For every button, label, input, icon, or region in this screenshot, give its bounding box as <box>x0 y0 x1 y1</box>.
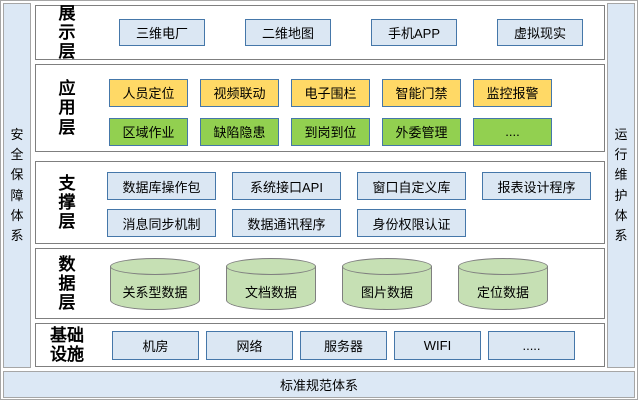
box-personnel-positioning: 人员定位 <box>109 78 188 107</box>
application-row-1: 人员定位 视频联动 电子围栏 智能门禁 监控报警 <box>98 78 604 107</box>
box-virtual-reality: 虚拟现实 <box>497 19 583 46</box>
box-ellipsis-green: .... <box>473 117 552 146</box>
box-machine-room: 机房 <box>112 330 199 360</box>
box-message-sync: 消息同步机制 <box>107 209 216 237</box>
box-window-custom-library: 窗口自定义库 <box>357 172 466 200</box>
box-server: 服务器 <box>300 330 387 360</box>
layer-support: 支撑层 数据库操作包 系统接口API 窗口自定义库 报表设计程序 消息同步机制 … <box>35 161 605 244</box>
layer-infrastructure-label-box: 基础设施 <box>36 324 98 366</box>
cylinder-top <box>110 257 200 275</box>
box-system-api: 系统接口API <box>232 172 341 200</box>
box-mobile-app: 手机APP <box>371 19 457 46</box>
bottom-bar-label: 标准规范体系 <box>279 378 358 393</box>
cylinder-top <box>458 257 548 275</box>
layer-application: 应用层 人员定位 视频联动 电子围栏 智能门禁 监控报警 区域作业 缺陷隐患 到… <box>35 64 605 152</box>
presentation-row: 三维电厂 二维地图 手机APP 虚拟现实 <box>98 19 604 46</box>
layer-label: 基础设施 <box>50 325 84 364</box>
layer-support-content: 数据库操作包 系统接口API 窗口自定义库 报表设计程序 消息同步机制 数据通讯… <box>98 162 604 243</box>
left-panel-security-assurance: 安全保障体系 <box>3 3 31 368</box>
layer-application-label-box: 应用层 <box>36 65 98 151</box>
layer-label: 展示层 <box>58 3 76 62</box>
cylinder-document-data: 文档数据 <box>226 257 316 310</box>
box-network: 网络 <box>206 330 293 360</box>
layer-label: 支撑层 <box>58 173 76 232</box>
box-outsourcing-management: 外委管理 <box>382 117 461 146</box>
cylinder-label: 定位数据 <box>476 284 529 300</box>
layer-infrastructure: 基础设施 机房 网络 服务器 WIFI ..... <box>35 323 605 367</box>
cylinder-relational-data: 关系型数据 <box>110 257 200 310</box>
box-monitoring-alarm: 监控报警 <box>473 78 552 107</box>
cylinder-label: 图片数据 <box>360 284 413 300</box>
left-panel-label: 安全保障体系 <box>10 127 24 243</box>
box-3d-plant: 三维电厂 <box>119 19 205 46</box>
box-wifi: WIFI <box>394 330 481 360</box>
right-panel-operation-maintenance: 运行维护体系 <box>607 3 635 368</box>
cylinder-label: 文档数据 <box>244 284 297 300</box>
cylinder-location-data: 定位数据 <box>458 257 548 310</box>
box-identity-auth: 身份权限认证 <box>357 209 466 237</box>
box-on-duty-in-place: 到岗到位 <box>291 117 370 146</box>
layer-data-content: 关系型数据 文档数据 图片数据 定位数据 <box>98 249 604 318</box>
box-area-operation: 区域作业 <box>109 117 188 146</box>
cylinder-image-data: 图片数据 <box>342 257 432 310</box>
box-smart-access-control: 智能门禁 <box>382 78 461 107</box>
layer-label: 应用层 <box>58 79 76 137</box>
cylinder-top <box>226 257 316 275</box>
layer-presentation: 展示层 三维电厂 二维地图 手机APP 虚拟现实 <box>35 3 605 62</box>
layer-data-label-box: 数据层 <box>36 249 98 318</box>
support-row-2: 消息同步机制 数据通讯程序 身份权限认证 <box>98 209 604 237</box>
data-row: 关系型数据 文档数据 图片数据 定位数据 <box>98 257 604 310</box>
cylinder-label: 关系型数据 <box>122 284 188 300</box>
bottom-bar-standards: 标准规范体系 <box>3 371 635 398</box>
layer-presentation-label-box: 展示层 <box>36 3 98 62</box>
layer-support-label-box: 支撑层 <box>36 162 98 243</box>
layer-data: 数据层 关系型数据 文档数据 <box>35 248 605 319</box>
box-electronic-fence: 电子围栏 <box>291 78 370 107</box>
box-data-communication: 数据通讯程序 <box>232 209 341 237</box>
cylinder-top <box>342 257 432 275</box>
layer-stack: 展示层 三维电厂 二维地图 手机APP 虚拟现实 应用层 人员定位 视频联动 <box>35 1 605 371</box>
application-row-2: 区域作业 缺陷隐患 到岗到位 外委管理 .... <box>98 117 604 146</box>
right-panel-label: 运行维护体系 <box>614 127 628 243</box>
box-2d-map: 二维地图 <box>245 19 331 46</box>
box-ellipsis-infra: ..... <box>488 330 575 360</box>
infrastructure-row: 机房 网络 服务器 WIFI ..... <box>98 330 604 360</box>
box-video-linkage: 视频联动 <box>200 78 279 107</box>
box-report-designer: 报表设计程序 <box>482 172 591 200</box>
layer-label: 数据层 <box>58 254 76 313</box>
layer-application-content: 人员定位 视频联动 电子围栏 智能门禁 监控报警 区域作业 缺陷隐患 到岗到位 … <box>98 65 604 151</box>
layer-infrastructure-content: 机房 网络 服务器 WIFI ..... <box>98 324 604 366</box>
box-database-operation-package: 数据库操作包 <box>107 172 216 200</box>
layer-presentation-content: 三维电厂 二维地图 手机APP 虚拟现实 <box>98 6 604 59</box>
box-defect-hazard: 缺陷隐患 <box>200 117 279 146</box>
support-row-1: 数据库操作包 系统接口API 窗口自定义库 报表设计程序 <box>98 172 604 200</box>
